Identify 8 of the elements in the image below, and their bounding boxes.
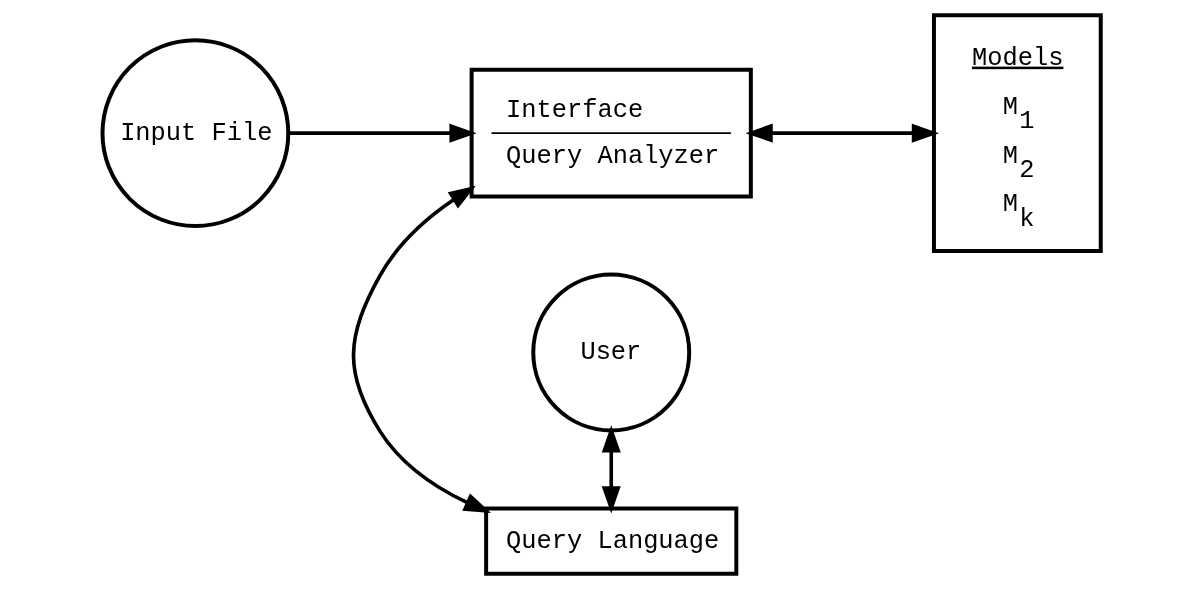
arrow xyxy=(601,425,621,514)
arrow xyxy=(745,123,940,143)
node-circle: User xyxy=(531,272,692,433)
arrow xyxy=(351,185,492,514)
node-box: Query Language xyxy=(484,506,739,576)
node-circle: Input File xyxy=(100,38,291,229)
node-box: Interface Query Analyzer xyxy=(469,67,753,199)
arrow xyxy=(288,123,477,143)
